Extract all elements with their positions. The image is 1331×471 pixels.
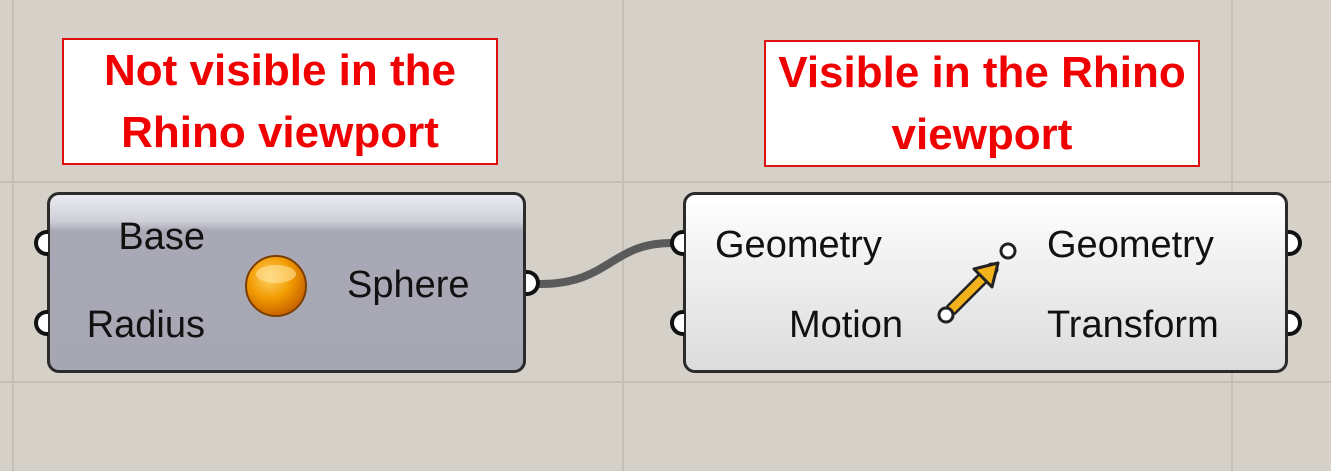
callout-not-visible-line2: Rhino viewport [121,107,439,157]
callout-not-visible-line1: Not visible in the [103,45,457,95]
output-port-sphere[interactable] [526,270,540,296]
sphere-component[interactable]: Base Radius Sphere [47,192,526,373]
output-label-geometry: Geometry [1047,224,1214,266]
input-label-base: Base [118,216,205,258]
input-label-geometry: Geometry [715,224,882,266]
input-port-motion[interactable] [670,310,684,336]
sphere-icon [245,255,307,317]
output-label-transform: Transform [1047,304,1219,346]
grid-line [622,0,624,471]
grid-line [0,181,1331,183]
move-component[interactable]: Geometry Motion Geometry Transform [683,192,1288,373]
input-port-base[interactable] [34,230,48,256]
output-port-geometry[interactable] [1288,230,1302,256]
callout-visible-line2: viewport [891,109,1073,159]
move-arrow-icon [937,242,1017,324]
grid-line [0,381,1331,383]
output-port-transform[interactable] [1288,310,1302,336]
input-label-radius: Radius [86,304,205,346]
output-label-sphere: Sphere [347,264,470,306]
callout-visible: Visible in the Rhino viewport [764,40,1200,167]
input-label-motion: Motion [788,304,903,346]
input-port-geometry[interactable] [670,230,684,256]
input-port-radius[interactable] [34,310,48,336]
callout-visible-line1: Visible in the Rhino [778,47,1186,97]
callout-not-visible: Not visible in the Rhino viewport [62,38,498,165]
grid-line [12,0,14,471]
